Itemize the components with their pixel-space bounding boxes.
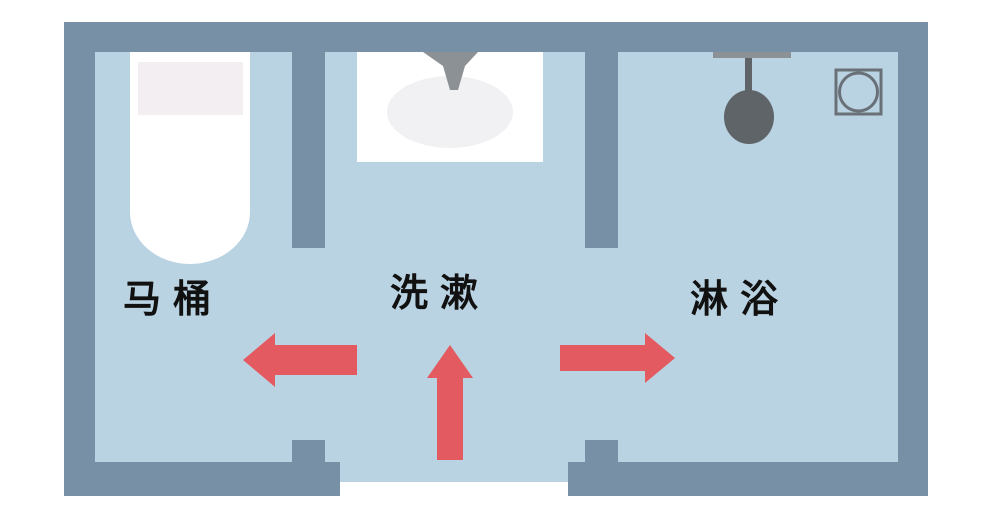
shower-label: 淋浴 bbox=[690, 277, 791, 321]
sink-icon bbox=[357, 52, 543, 162]
toilet-icon bbox=[130, 52, 250, 264]
partition-stub-left bbox=[292, 440, 325, 462]
arrow-up-icon bbox=[427, 345, 473, 460]
toilet-label: 马桶 bbox=[123, 277, 224, 321]
door-opening bbox=[340, 462, 568, 482]
shower-head-icon bbox=[713, 52, 791, 144]
floor-drain-icon bbox=[834, 68, 883, 116]
partition-stub-right bbox=[585, 440, 618, 462]
partition-wall-right bbox=[585, 52, 618, 248]
arrow-left-icon bbox=[243, 333, 357, 387]
wash-label: 洗漱 bbox=[390, 271, 491, 315]
door-threshold bbox=[340, 482, 568, 496]
partition-wall-left bbox=[292, 52, 325, 248]
arrow-right-icon bbox=[560, 333, 675, 383]
